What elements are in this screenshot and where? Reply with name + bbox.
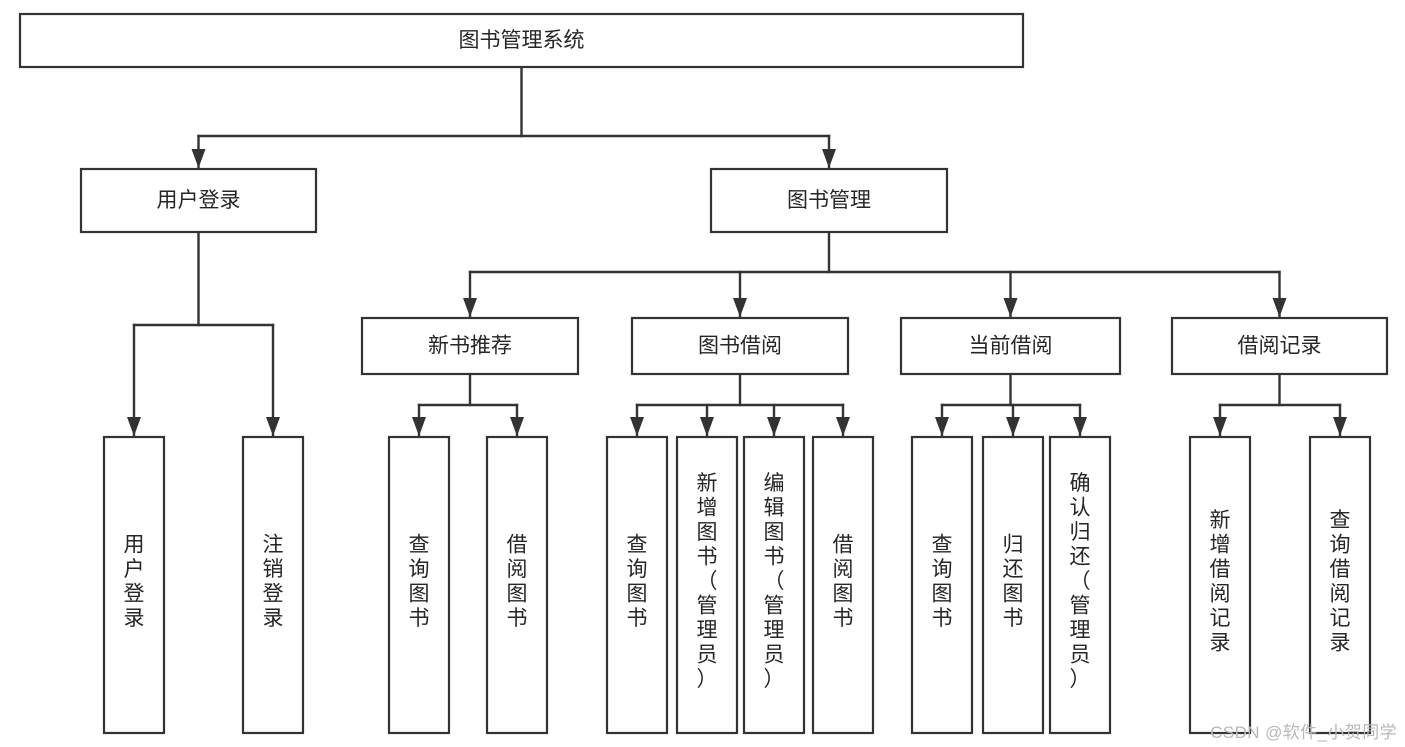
labels-layer: 图书管理系统用户登录图书管理新书推荐图书借阅当前借阅借阅记录用户登录注销登录查询… xyxy=(124,29,1351,691)
node-label: 编辑图书（管理员） xyxy=(764,472,785,691)
arrow-head-icon xyxy=(767,417,781,436)
node-label: 图书借阅 xyxy=(698,335,782,358)
level2-node-1[interactable] xyxy=(630,316,850,376)
arrow-head-icon xyxy=(1213,417,1227,436)
level1-node-1[interactable] xyxy=(709,167,949,234)
arrow-head-icon xyxy=(266,417,280,436)
node-label: 注销登录 xyxy=(263,533,284,630)
leaf-node-3[interactable] xyxy=(485,435,549,735)
leaf-node-9[interactable] xyxy=(981,435,1045,735)
arrow-head-icon xyxy=(1272,298,1287,317)
leaf-node-5[interactable] xyxy=(675,435,739,735)
leaf-node-4[interactable] xyxy=(605,435,669,735)
arrow-head-icon xyxy=(630,417,644,436)
node-label: 用户登录 xyxy=(157,189,241,212)
arrow-head-icon xyxy=(733,298,747,317)
node-label: 查询图书 xyxy=(932,533,953,630)
node-label: 归还图书 xyxy=(1003,533,1024,630)
arrow-head-icon xyxy=(463,298,477,317)
arrow-head-icon xyxy=(127,417,141,436)
arrow-head-icon xyxy=(191,149,206,168)
node-label: 借阅记录 xyxy=(1238,335,1322,358)
leaf-node-7[interactable] xyxy=(811,435,875,735)
leaf-node-2[interactable] xyxy=(387,435,451,735)
leaf-node-11[interactable] xyxy=(1188,435,1252,735)
leaf-node-6[interactable] xyxy=(742,435,806,735)
arrow-head-icon xyxy=(700,417,714,436)
arrow-head-icon xyxy=(412,417,426,436)
level2-node-2[interactable] xyxy=(899,316,1122,376)
node-label: 图书管理系统 xyxy=(459,29,585,52)
node-label: 查询图书 xyxy=(409,533,430,630)
arrow-head-icon xyxy=(822,149,836,168)
level2-node-3[interactable] xyxy=(1170,316,1389,376)
node-label: 新增图书（管理员） xyxy=(697,472,718,691)
level2-node-0[interactable] xyxy=(360,316,580,376)
node-label: 用户登录 xyxy=(124,533,145,630)
node-label: 确认归还（管理员） xyxy=(1070,472,1091,691)
leaf-node-1[interactable] xyxy=(241,435,305,735)
connectors-layer xyxy=(127,65,1347,438)
leaf-node-0[interactable] xyxy=(102,435,166,735)
leaf-node-8[interactable] xyxy=(910,435,974,735)
node-label: 图书管理 xyxy=(787,189,871,212)
arrow-head-icon xyxy=(836,417,850,436)
node-label: 查询借阅记录 xyxy=(1330,509,1351,655)
level1-node-0[interactable] xyxy=(79,167,318,234)
arrow-head-icon xyxy=(935,417,949,436)
arrow-head-icon xyxy=(510,417,524,436)
node-label: 当前借阅 xyxy=(969,335,1053,358)
leaf-node-12[interactable] xyxy=(1308,435,1372,735)
arrow-head-icon xyxy=(1073,417,1087,436)
node-label: 新书推荐 xyxy=(428,335,512,358)
root-node[interactable] xyxy=(18,12,1025,69)
node-label: 借阅图书 xyxy=(507,533,528,630)
node-label: 查询图书 xyxy=(627,533,648,630)
leaf-node-10[interactable] xyxy=(1048,435,1112,735)
arrow-head-icon xyxy=(1333,417,1347,436)
node-label: 借阅图书 xyxy=(833,533,854,630)
arrow-head-icon xyxy=(1003,298,1018,317)
node-label: 新增借阅记录 xyxy=(1210,509,1231,655)
arrow-head-icon xyxy=(1006,417,1020,436)
boxes-layer xyxy=(18,12,1389,735)
